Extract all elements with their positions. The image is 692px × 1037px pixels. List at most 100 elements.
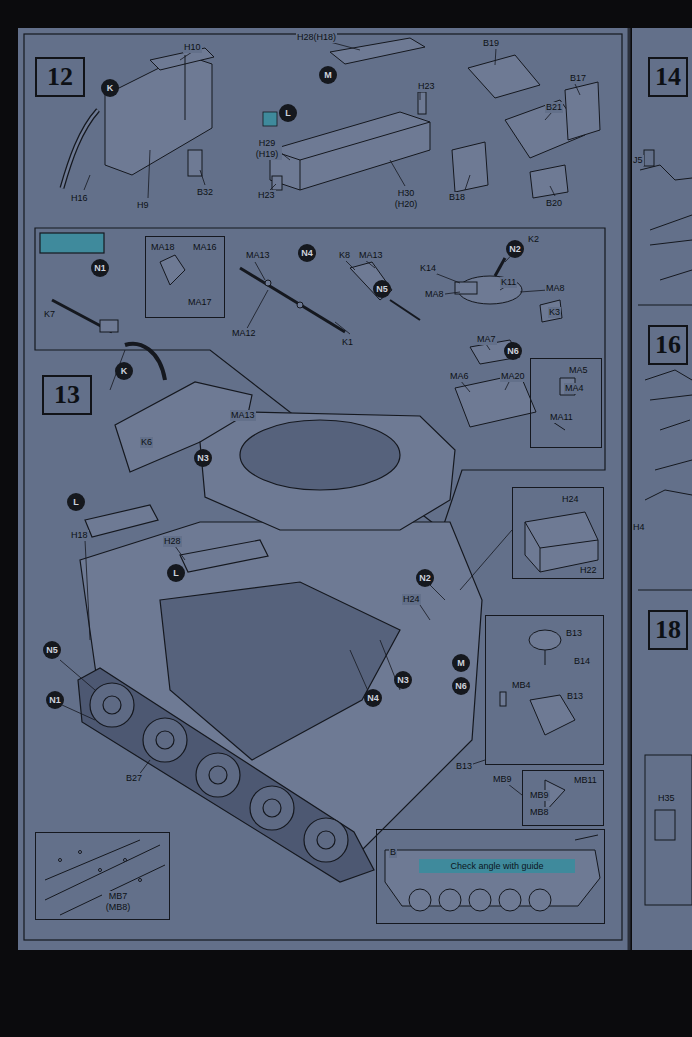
step12-parts xyxy=(565,82,600,140)
part-number: B13 xyxy=(566,691,584,702)
assembly-leaders xyxy=(460,530,512,590)
subassembly-letter: N5 xyxy=(43,641,61,659)
paper xyxy=(632,28,692,950)
page-frame xyxy=(24,28,692,950)
detail-inset: MA5MA4MA11 xyxy=(530,358,602,448)
part-number: K2 xyxy=(527,234,540,245)
step-text: 18 xyxy=(655,617,681,643)
inset-parts xyxy=(99,869,102,872)
inset-parts xyxy=(545,650,546,665)
step12-parts xyxy=(270,112,430,190)
assembly-leaders xyxy=(175,546,185,560)
side-view-tank xyxy=(385,835,600,911)
subassembly-letter: N3 xyxy=(194,449,212,467)
right-page-figures xyxy=(644,150,654,166)
subassembly-letter: M xyxy=(452,654,470,672)
part-number: MA13 xyxy=(230,410,256,421)
inset-parts xyxy=(500,692,506,706)
part-number: J5 xyxy=(632,155,644,166)
step12-parts xyxy=(188,150,202,176)
page-frame xyxy=(24,34,622,940)
step12-parts xyxy=(62,110,98,188)
road-wheels xyxy=(317,831,335,849)
part-number: H24 xyxy=(561,494,580,505)
node-text: N3 xyxy=(397,676,409,685)
subassembly-letter: L xyxy=(67,493,85,511)
inset-parts xyxy=(529,630,561,650)
step12-leaders xyxy=(390,160,405,186)
detail-inset: MB11MB9MB8 xyxy=(522,770,604,826)
part-number: K6 xyxy=(140,437,153,448)
node-text: L xyxy=(285,109,291,118)
subassembly-parts xyxy=(350,262,392,300)
side-view-tank xyxy=(529,889,551,911)
side-view-tank xyxy=(499,889,521,911)
node-text: Check angle with guide xyxy=(450,862,543,871)
detail-inset: H24H22 xyxy=(512,487,604,579)
subassembly-letter: M xyxy=(319,66,337,84)
step-text: 14 xyxy=(655,64,681,90)
right-page-figures xyxy=(640,150,692,905)
part-number: K8 xyxy=(338,250,351,261)
part-number: H10 xyxy=(183,42,202,53)
subassembly-parts xyxy=(540,300,562,322)
step12-parts xyxy=(300,122,430,160)
part-number: B18 xyxy=(448,192,466,203)
step-text: 13 xyxy=(54,382,80,408)
paper xyxy=(18,28,628,950)
assembly-leaders xyxy=(60,660,95,690)
paper xyxy=(18,28,692,950)
subassembly-leaders xyxy=(255,262,265,280)
node-text: N2 xyxy=(509,245,521,254)
road-wheels xyxy=(90,683,348,862)
node-text: M xyxy=(457,659,465,668)
part-number: K3 xyxy=(548,307,561,318)
part-number: MB4 xyxy=(511,680,532,691)
step12-parts xyxy=(105,55,212,175)
step12-parts xyxy=(418,92,426,114)
side-view-tank xyxy=(439,889,461,911)
tank-hull xyxy=(80,522,482,860)
subassembly-letter: N1 xyxy=(91,259,109,277)
part-number: B27 xyxy=(125,773,143,784)
node-text: N1 xyxy=(49,696,61,705)
inset-parts xyxy=(540,548,541,572)
subassembly-leaders xyxy=(365,260,375,268)
road-wheels xyxy=(90,683,134,727)
subassembly-leaders xyxy=(335,322,350,334)
part-number: H30 (H20) xyxy=(390,188,422,210)
subassembly-letter: N5 xyxy=(373,280,391,298)
step-text: 12 xyxy=(47,64,73,90)
step12-leaders xyxy=(180,52,192,60)
part-number: MB9 xyxy=(492,774,513,785)
assembly-leaders xyxy=(508,784,522,795)
part-number: MA11 xyxy=(549,412,574,423)
part-number: K14 xyxy=(419,263,437,274)
part-number: B20 xyxy=(545,198,563,209)
part-number: MA7 xyxy=(476,334,497,345)
node-text: N5 xyxy=(376,285,388,294)
subassembly-letter: L xyxy=(167,564,185,582)
right-page-figures xyxy=(655,810,675,840)
subassembly-letter: N6 xyxy=(504,342,522,360)
part-number: B21 xyxy=(545,102,563,113)
node-text: N2 xyxy=(419,574,431,583)
step12-leaders xyxy=(550,186,555,196)
subassembly-letter: K xyxy=(101,79,119,97)
node-text: K xyxy=(107,84,114,93)
subassembly-leaders xyxy=(245,290,268,332)
part-number: MA5 xyxy=(568,365,589,376)
step-number: 13 xyxy=(42,375,92,415)
part-number: MA12 xyxy=(231,328,257,339)
step-number: 14 xyxy=(648,57,688,97)
subassembly-letter: N2 xyxy=(416,569,434,587)
subassembly-parts xyxy=(390,300,420,320)
assembly-leaders xyxy=(420,605,430,620)
part-number: H28 xyxy=(163,536,182,547)
part-number: MB8 xyxy=(529,807,550,818)
node-text: N1 xyxy=(94,264,106,273)
subassembly-parts xyxy=(240,268,345,332)
part-number: MA4 xyxy=(564,383,585,394)
